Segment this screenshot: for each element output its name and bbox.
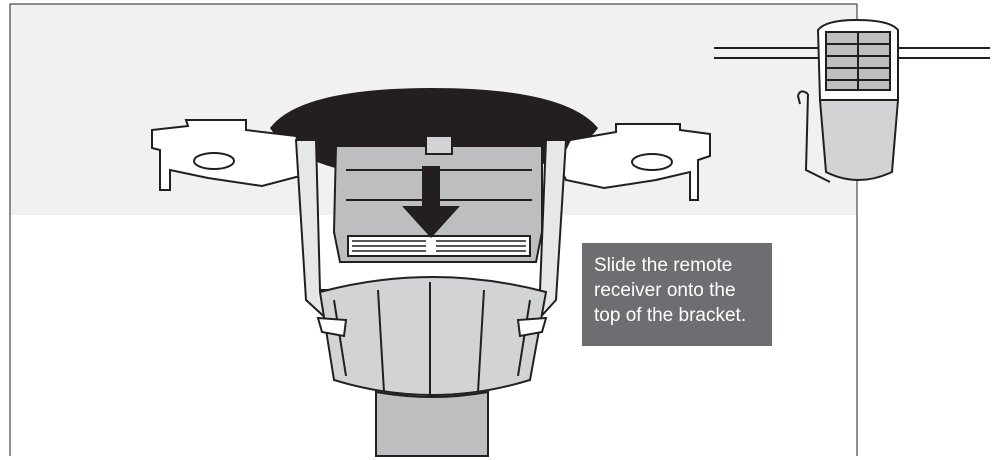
receiver-vents (352, 240, 526, 252)
down-arrow-icon (402, 166, 460, 238)
fan-canopy (316, 276, 548, 398)
instruction-text: Slide the remote receiver onto the top o… (594, 255, 747, 326)
receiver-inset (714, 18, 990, 183)
instruction-callout: Slide the remote receiver onto the top o… (582, 243, 772, 346)
downrod (375, 390, 489, 457)
